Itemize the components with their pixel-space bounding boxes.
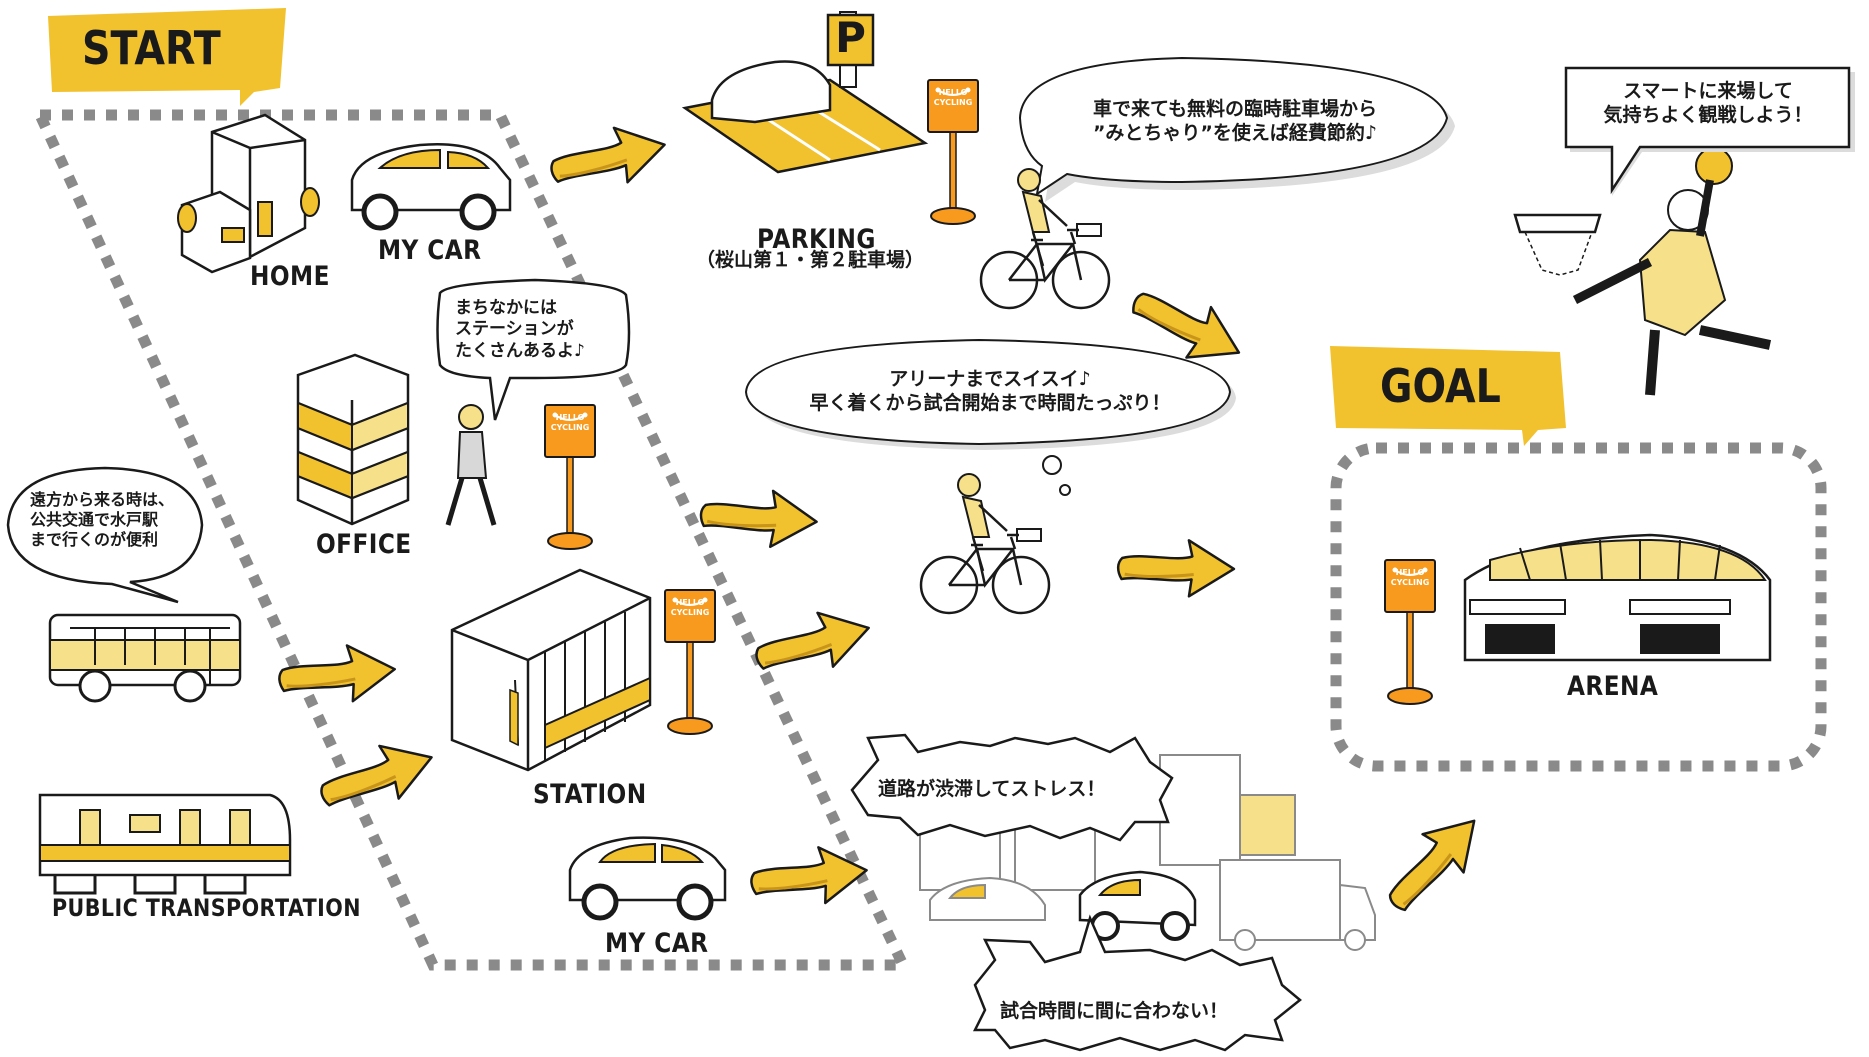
bubble-stations-shape bbox=[436, 278, 631, 421]
bubble-traffic-text: 道路が渋滞してストレス！ bbox=[878, 778, 1106, 800]
bubble-late-text: 試合時間に間に合わない！ bbox=[1000, 1000, 1229, 1022]
start-tag bbox=[48, 8, 286, 106]
parking-lot-drawing bbox=[681, 11, 929, 174]
home-label: HOME bbox=[250, 261, 330, 292]
start-label: START bbox=[82, 21, 221, 75]
bubble-parking-text: 車で来ても無料の臨時駐車場から”みとちゃり”を使えば経費節約♪ bbox=[1092, 98, 1378, 144]
walking-person-drawing bbox=[445, 404, 497, 526]
parking-sublabel: （桜山第１・第２駐車場） bbox=[696, 249, 925, 271]
my-car-bottom-drawing bbox=[568, 836, 727, 921]
bubble-arena-fast-text: アリーナまでスイスイ♪早く着くから試合開始まで時間たっぷり！ bbox=[809, 368, 1171, 414]
goal-label: GOAL bbox=[1380, 359, 1501, 413]
train-drawing bbox=[38, 793, 292, 895]
bubble-arena-fast-shape bbox=[744, 338, 1236, 496]
basketball-player-drawing bbox=[1513, 147, 1772, 396]
office-building-drawing bbox=[296, 353, 410, 526]
arena-label: ARENA bbox=[1567, 671, 1659, 702]
my-car-top-label: MY CAR bbox=[378, 235, 482, 266]
bubble-traffic-shape bbox=[850, 733, 1174, 842]
bubble-stations-text: まちなかにはステーションがたくさんあるよ♪ bbox=[455, 298, 585, 361]
office-label: OFFICE bbox=[316, 529, 412, 560]
home-house-drawing bbox=[177, 113, 320, 274]
route-arrow bbox=[1371, 800, 1497, 925]
bubble-far-away-shape bbox=[6, 466, 204, 604]
route-arrow bbox=[275, 640, 399, 708]
bubble-late-shape bbox=[972, 914, 1302, 1052]
route-arrow bbox=[544, 116, 673, 199]
goal-tag bbox=[1330, 346, 1566, 446]
traffic-scene-drawing bbox=[919, 754, 1376, 951]
bubble-far-away-text: 遠方から来る時は、公共交通で水戸駅まで行くのが便利 bbox=[30, 490, 175, 549]
bubble-parking-shape bbox=[1018, 56, 1455, 202]
bicycle-rider-middle bbox=[919, 472, 1051, 615]
arena-building-drawing bbox=[1463, 533, 1772, 662]
parking-label: PARKING bbox=[757, 224, 876, 255]
route-arrow bbox=[697, 483, 821, 553]
station-building-drawing bbox=[450, 568, 652, 772]
public-transportation-label: PUBLIC TRANSPORTATION bbox=[52, 894, 361, 922]
arena-area bbox=[1330, 442, 1827, 772]
route-arrow bbox=[1115, 536, 1237, 600]
my-car-bottom-label: MY CAR bbox=[605, 928, 709, 959]
parking-sign-letter: P bbox=[835, 13, 866, 62]
bubble-smart-text: スマートに来場して気持ちよく観戦しよう！ bbox=[1603, 80, 1813, 126]
bus-drawing bbox=[48, 613, 242, 703]
bubble-smart-shape bbox=[1564, 66, 1855, 196]
my-car-top-drawing bbox=[350, 143, 512, 231]
station-label: STATION bbox=[533, 779, 647, 810]
